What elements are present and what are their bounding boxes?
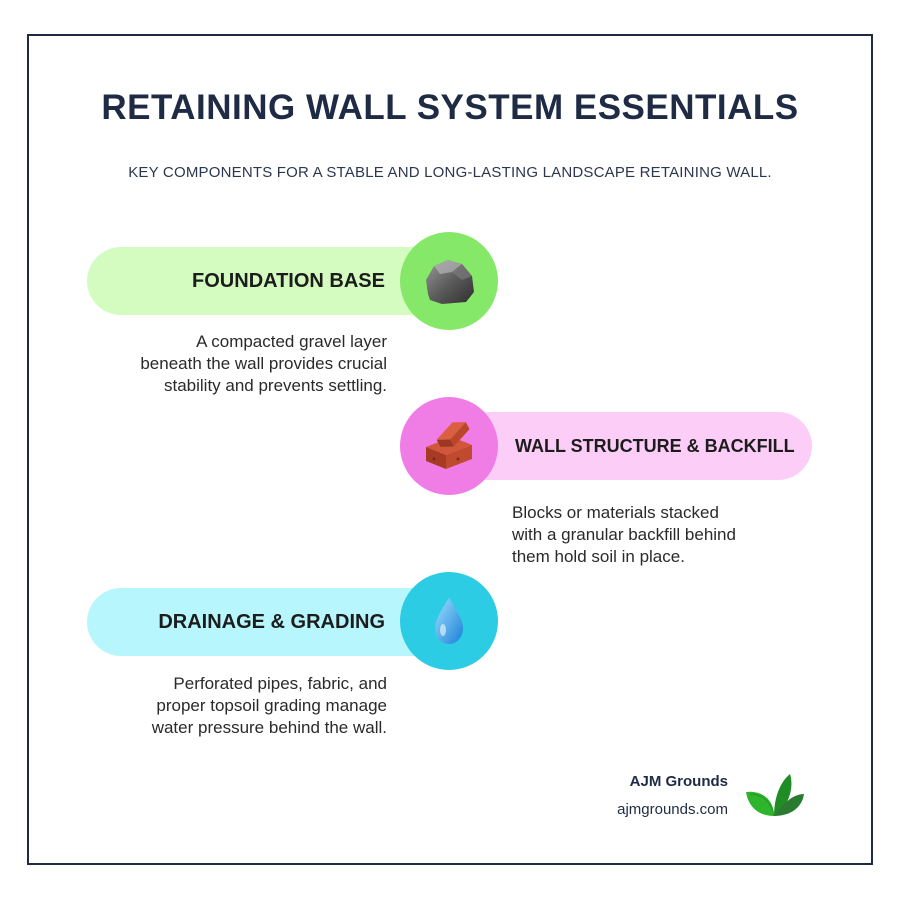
rock-icon: [426, 260, 474, 304]
description-line: them hold soil in place.: [512, 547, 685, 566]
description-line: A compacted gravel layer: [196, 332, 387, 351]
border-frame: [27, 34, 873, 865]
brand-name: AJM Grounds: [629, 773, 728, 790]
drainage-grading-description: Perforated pipes, fabric, and proper top…: [57, 673, 387, 739]
description-line: beneath the wall provides crucial: [140, 354, 387, 373]
description-line: Perforated pipes, fabric, and: [173, 674, 387, 693]
foundation-base-pill: FOUNDATION BASE: [87, 247, 447, 315]
foundation-base-circle: [400, 232, 498, 330]
wall-structure-description: Blocks or materials stacked with a granu…: [512, 502, 832, 568]
description-line: water pressure behind the wall.: [151, 718, 387, 737]
wall-structure-pill: WALL STRUCTURE & BACKFILL: [455, 412, 812, 480]
brick-icon: [426, 422, 472, 469]
drainage-grading-circle: [400, 572, 498, 670]
brand-url[interactable]: ajmgrounds.com: [617, 801, 728, 818]
wall-structure-label: WALL STRUCTURE & BACKFILL: [515, 435, 795, 456]
water-drop-icon: [435, 598, 463, 644]
description-line: with a granular backfill behind: [512, 525, 736, 544]
description-line: proper topsoil grading manage: [156, 696, 387, 715]
leaves-icon: [746, 774, 804, 817]
description-line: stability and prevents settling.: [163, 376, 387, 395]
foundation-base-description: A compacted gravel layer beneath the wal…: [57, 331, 387, 397]
drainage-grading-label: DRAINAGE & GRADING: [158, 610, 385, 633]
page-subtitle: KEY COMPONENTS FOR A STABLE AND LONG-LAS…: [128, 164, 772, 181]
page-title: RETAINING WALL SYSTEM ESSENTIALS: [101, 88, 799, 127]
foundation-base-label: FOUNDATION BASE: [192, 269, 385, 292]
drainage-grading-pill: DRAINAGE & GRADING: [87, 588, 447, 656]
description-line: Blocks or materials stacked: [512, 503, 719, 522]
wall-structure-circle: [400, 397, 498, 495]
